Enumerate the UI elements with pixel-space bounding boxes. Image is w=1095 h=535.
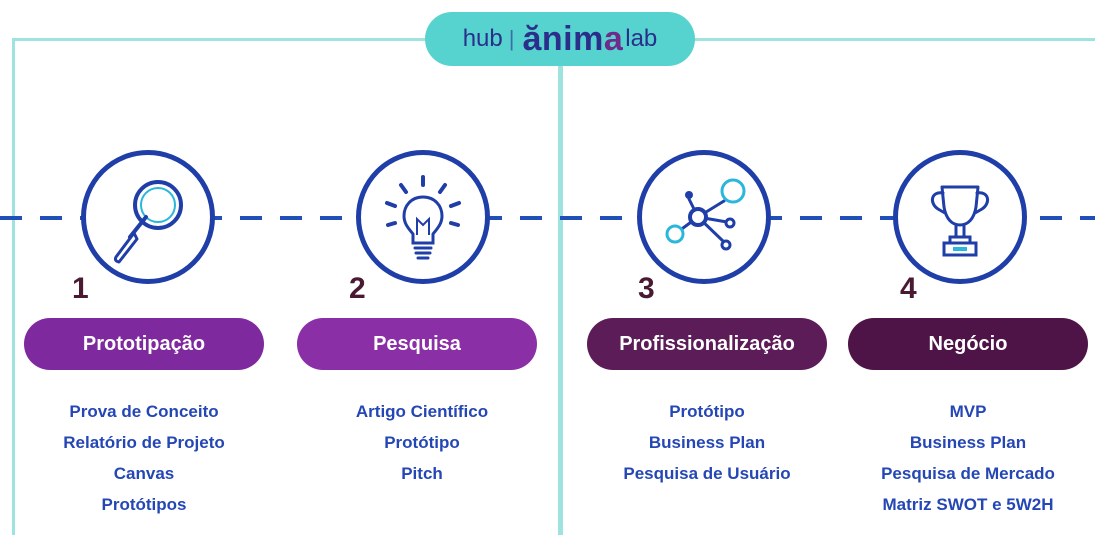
step-4-item: Matriz SWOT e 5W2H xyxy=(882,495,1054,514)
step-2-item: Pitch xyxy=(401,464,443,483)
step-3-item: Protótipo xyxy=(669,402,745,421)
frame-left-line xyxy=(12,38,15,535)
logo-anima-part2: a xyxy=(603,19,624,58)
logo-hub-text: hub xyxy=(462,25,503,52)
trophy-icon xyxy=(930,185,990,257)
hub-anima-lab-logo: hub | ănima lab xyxy=(425,12,695,66)
step-1-items: Prova de Conceito Relatório de Projeto C… xyxy=(29,396,259,520)
logo-anima-text: ănima xyxy=(522,20,623,59)
step-3-number: 3 xyxy=(638,272,655,305)
lightbulb-icon xyxy=(385,175,461,260)
step-4-title-pill: Negócio xyxy=(848,318,1088,370)
step-4-item: MVP xyxy=(949,402,987,421)
step-3-title-pill: Profissionalização xyxy=(587,318,827,370)
step-2-items: Artigo Científico Protótipo Pitch xyxy=(307,396,537,489)
timeline-dashed-line xyxy=(0,216,1095,220)
frame-center-divider xyxy=(558,60,563,535)
step-4-item: Pesquisa de Mercado xyxy=(881,464,1055,483)
step-2-item: Protótipo xyxy=(384,433,460,452)
step-3-item: Business Plan xyxy=(648,433,766,452)
step-2-circle xyxy=(356,150,490,284)
step-2-title-pill: Pesquisa xyxy=(297,318,537,370)
step-4-circle xyxy=(893,150,1027,284)
step-1-circle xyxy=(81,150,215,284)
step-3-item: Pesquisa de Usuário xyxy=(623,464,791,483)
step-1-item: Relatório de Projeto xyxy=(63,433,225,452)
network-icon xyxy=(665,178,746,251)
step-4-items: MVP Business Plan Pesquisa de Mercado Ma… xyxy=(853,396,1083,520)
step-1-item: Canvas xyxy=(113,464,175,483)
step-3-items: Protótipo Business Plan Pesquisa de Usuá… xyxy=(592,396,822,489)
logo-separator: | xyxy=(508,26,515,51)
step-4-number: 4 xyxy=(900,272,917,305)
logo-lab-text: lab xyxy=(625,25,658,52)
step-1-number: 1 xyxy=(72,272,89,305)
step-1-item: Protótipos xyxy=(101,495,187,514)
step-2-item: Artigo Científico xyxy=(355,402,489,421)
step-1-item: Prova de Conceito xyxy=(69,402,219,421)
step-3-circle xyxy=(637,150,771,284)
frame-top-left-line xyxy=(12,38,426,41)
logo-anima-part1: ănim xyxy=(522,19,604,58)
step-4-item: Business Plan xyxy=(909,433,1027,452)
step-2-number: 2 xyxy=(349,272,366,305)
frame-top-right-line xyxy=(694,38,1095,41)
magnifying-glass-icon xyxy=(113,180,183,264)
step-1-title-pill: Prototipação xyxy=(24,318,264,370)
